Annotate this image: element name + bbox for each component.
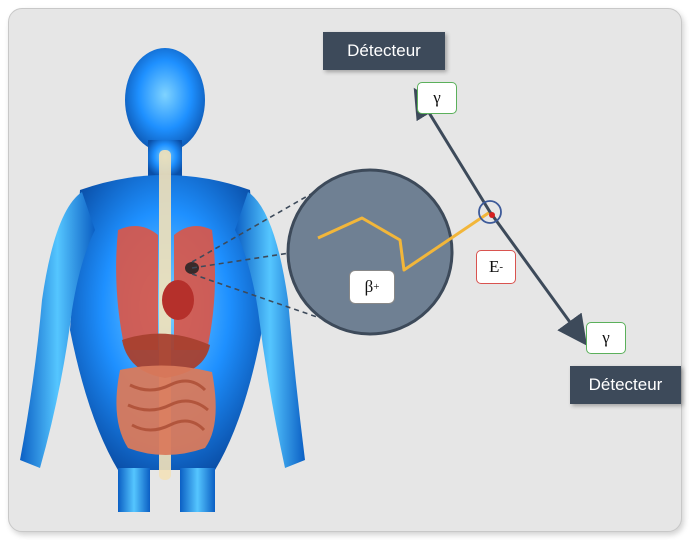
human-body-illustration [20, 48, 305, 512]
positron-charge: + [373, 281, 379, 293]
annihilation-point [489, 212, 495, 218]
detector-top-label: Détecteur [323, 32, 445, 70]
detector-bottom-label: Détecteur [570, 366, 681, 404]
body-left-leg [118, 468, 150, 512]
magnifier-circle [288, 170, 452, 334]
positron-tag: β+ [349, 270, 395, 304]
intestines [116, 365, 215, 455]
positron-symbol: β [365, 277, 374, 297]
lung-left [116, 226, 158, 350]
heart [162, 280, 194, 320]
electron-charge: - [499, 261, 503, 273]
gamma-tag-bottom: γ [586, 322, 626, 354]
body-head [125, 48, 205, 152]
body-right-leg [180, 468, 215, 512]
electron-symbol: E [489, 257, 499, 277]
gamma-tag-top: γ [417, 82, 457, 114]
electron-tag: E- [476, 250, 516, 284]
